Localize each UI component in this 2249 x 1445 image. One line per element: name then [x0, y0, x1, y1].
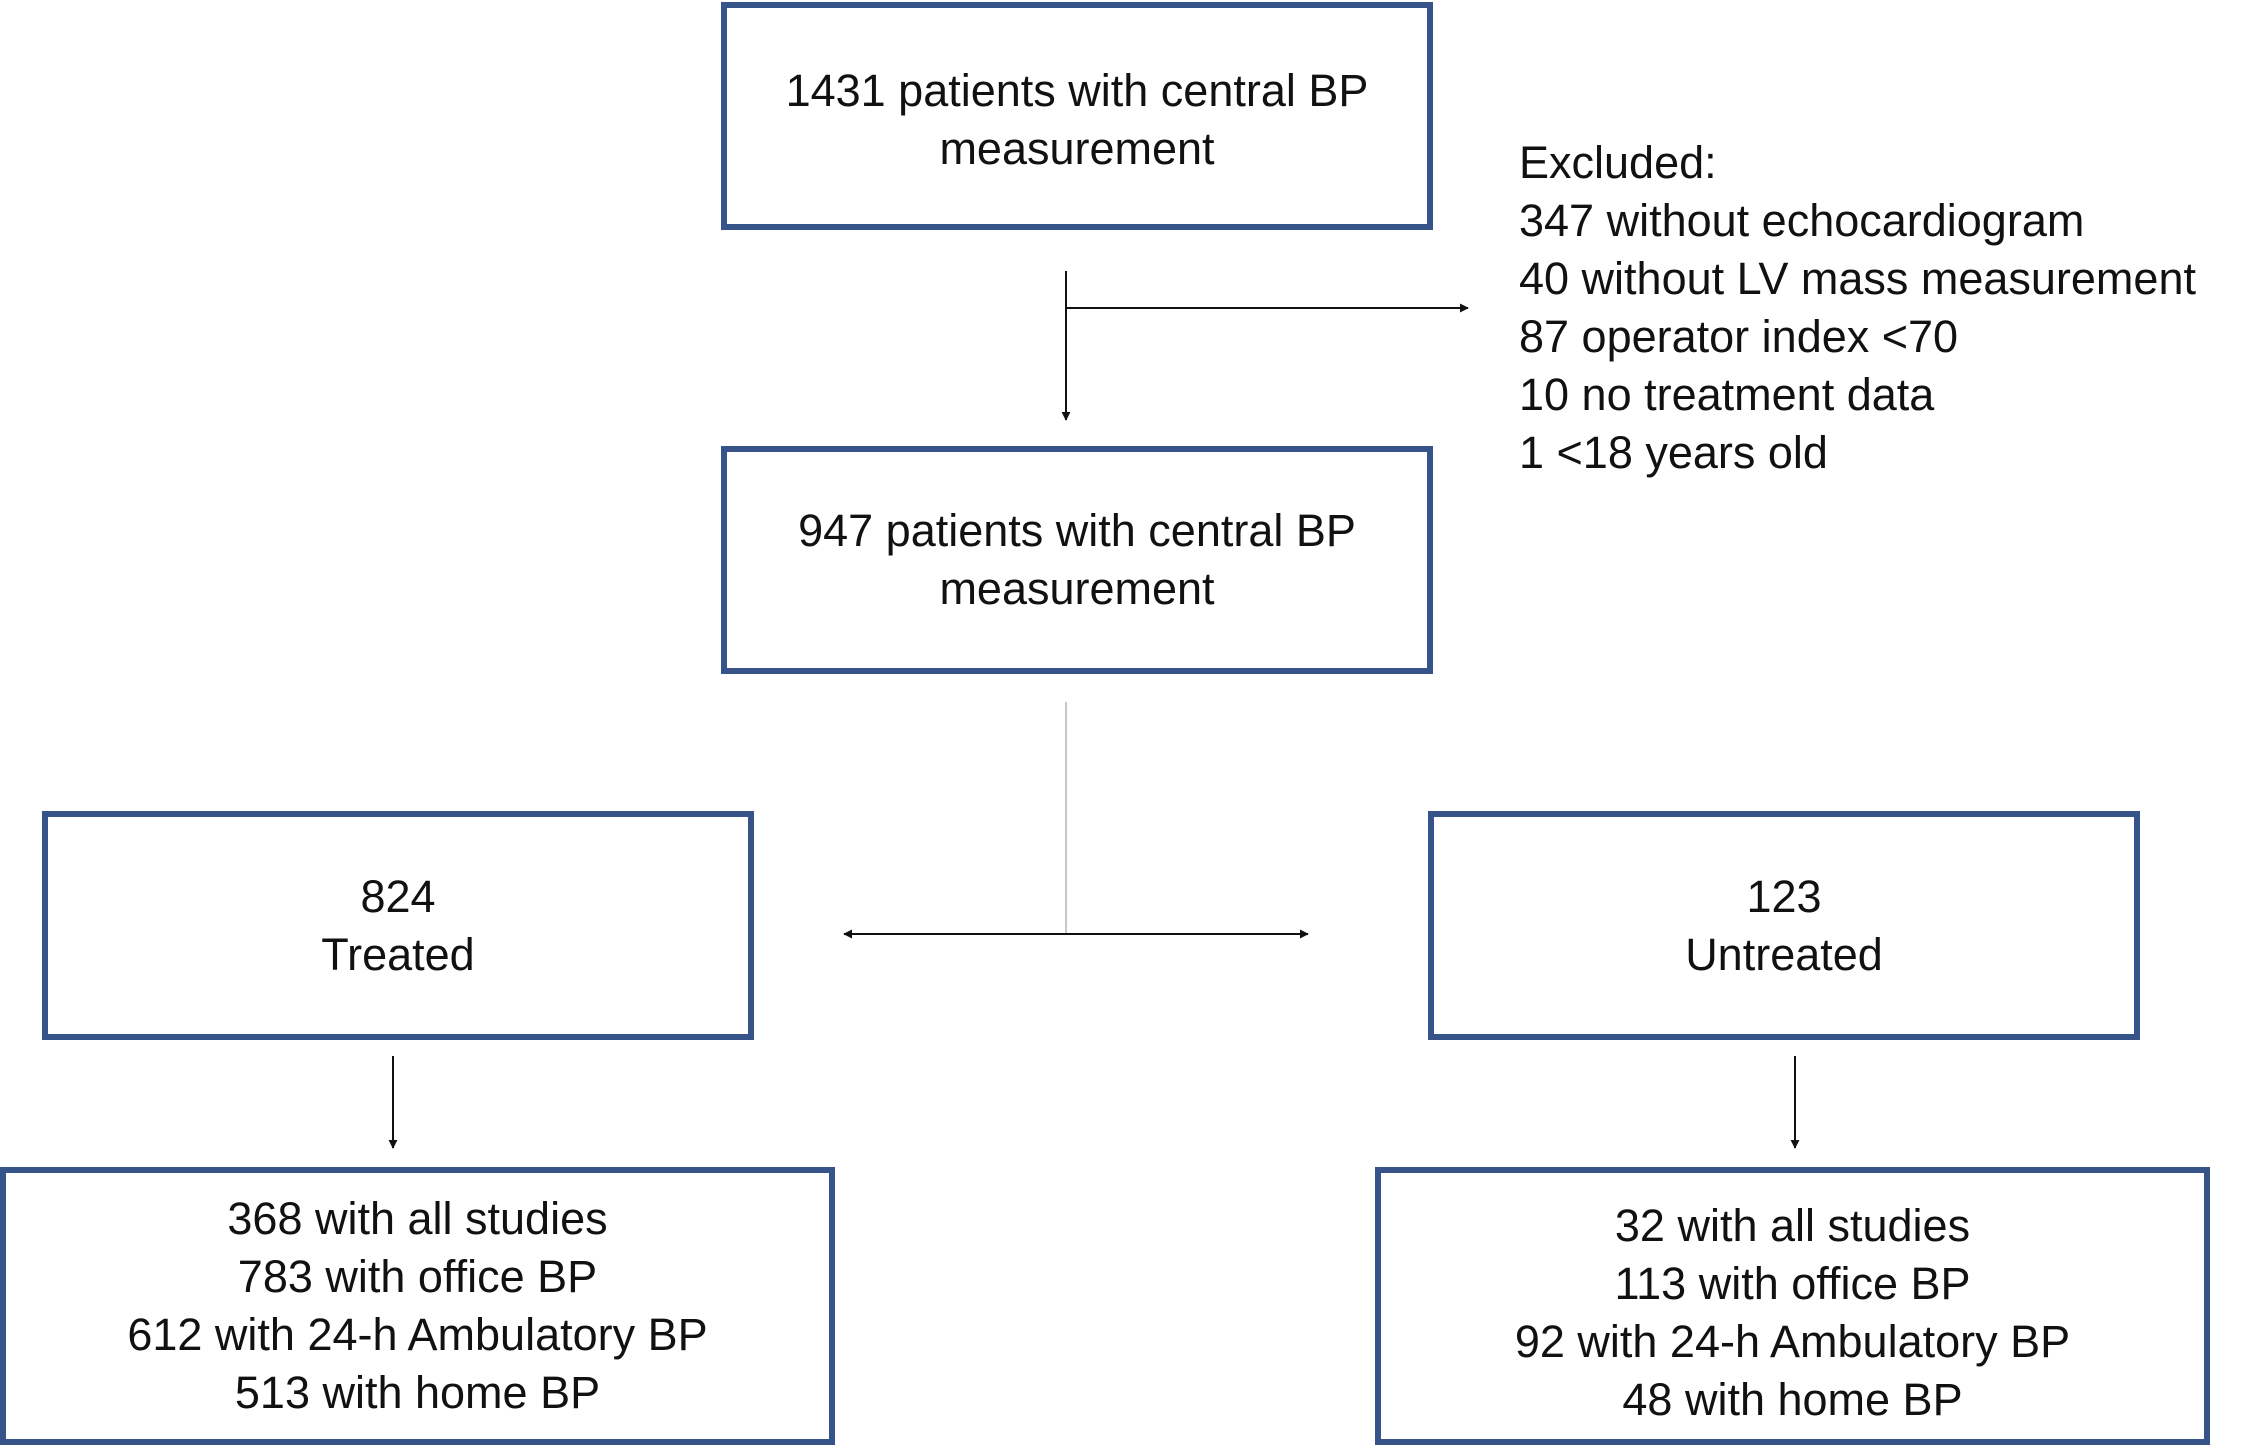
box-text-line: measurement: [939, 563, 1215, 614]
box-untreated-studies: 32 with all studies 113 with office BP 9…: [1375, 1167, 2210, 1445]
treated-label: Treated: [321, 928, 475, 980]
study-line: 32 with all studies: [1614, 1200, 1971, 1251]
untreated-count: 123: [1746, 870, 1822, 922]
treated-count: 824: [360, 870, 436, 922]
box-treated: 824 Treated: [42, 811, 754, 1040]
excluded-item: 40 without LV mass measurement: [1519, 253, 2196, 304]
excluded-list: Excluded: 347 without echocardiogram 40 …: [1519, 134, 2196, 482]
untreated-label: Untreated: [1685, 928, 1883, 980]
excluded-item: 10 no treatment data: [1519, 369, 1935, 420]
study-line: 48 with home BP: [1622, 1374, 1963, 1425]
box-treated-studies: 368 with all studies 783 with office BP …: [0, 1167, 835, 1445]
excluded-heading: Excluded:: [1519, 137, 1717, 188]
study-line: 368 with all studies: [227, 1193, 608, 1244]
box-untreated: 123 Untreated: [1428, 811, 2140, 1040]
box-included-patients: 947 patients with central BP measurement: [721, 446, 1433, 674]
study-line: 113 with office BP: [1614, 1258, 1971, 1309]
study-line: 513 with home BP: [234, 1367, 601, 1418]
excluded-item: 347 without echocardiogram: [1519, 195, 2085, 246]
study-line: 612 with 24-h Ambulatory BP: [127, 1309, 708, 1360]
study-line: 783 with office BP: [237, 1251, 598, 1302]
excluded-item: 1 <18 years old: [1519, 427, 1828, 478]
box-text-line: 947 patients with central BP: [798, 505, 1356, 556]
excluded-item: 87 operator index <70: [1519, 311, 1959, 362]
box-text-line: measurement: [939, 123, 1215, 174]
box-text-line: 1431 patients with central BP: [785, 65, 1369, 116]
box-initial-patients: 1431 patients with central BP measuremen…: [721, 2, 1433, 230]
study-line: 92 with 24-h Ambulatory BP: [1514, 1316, 2071, 1367]
